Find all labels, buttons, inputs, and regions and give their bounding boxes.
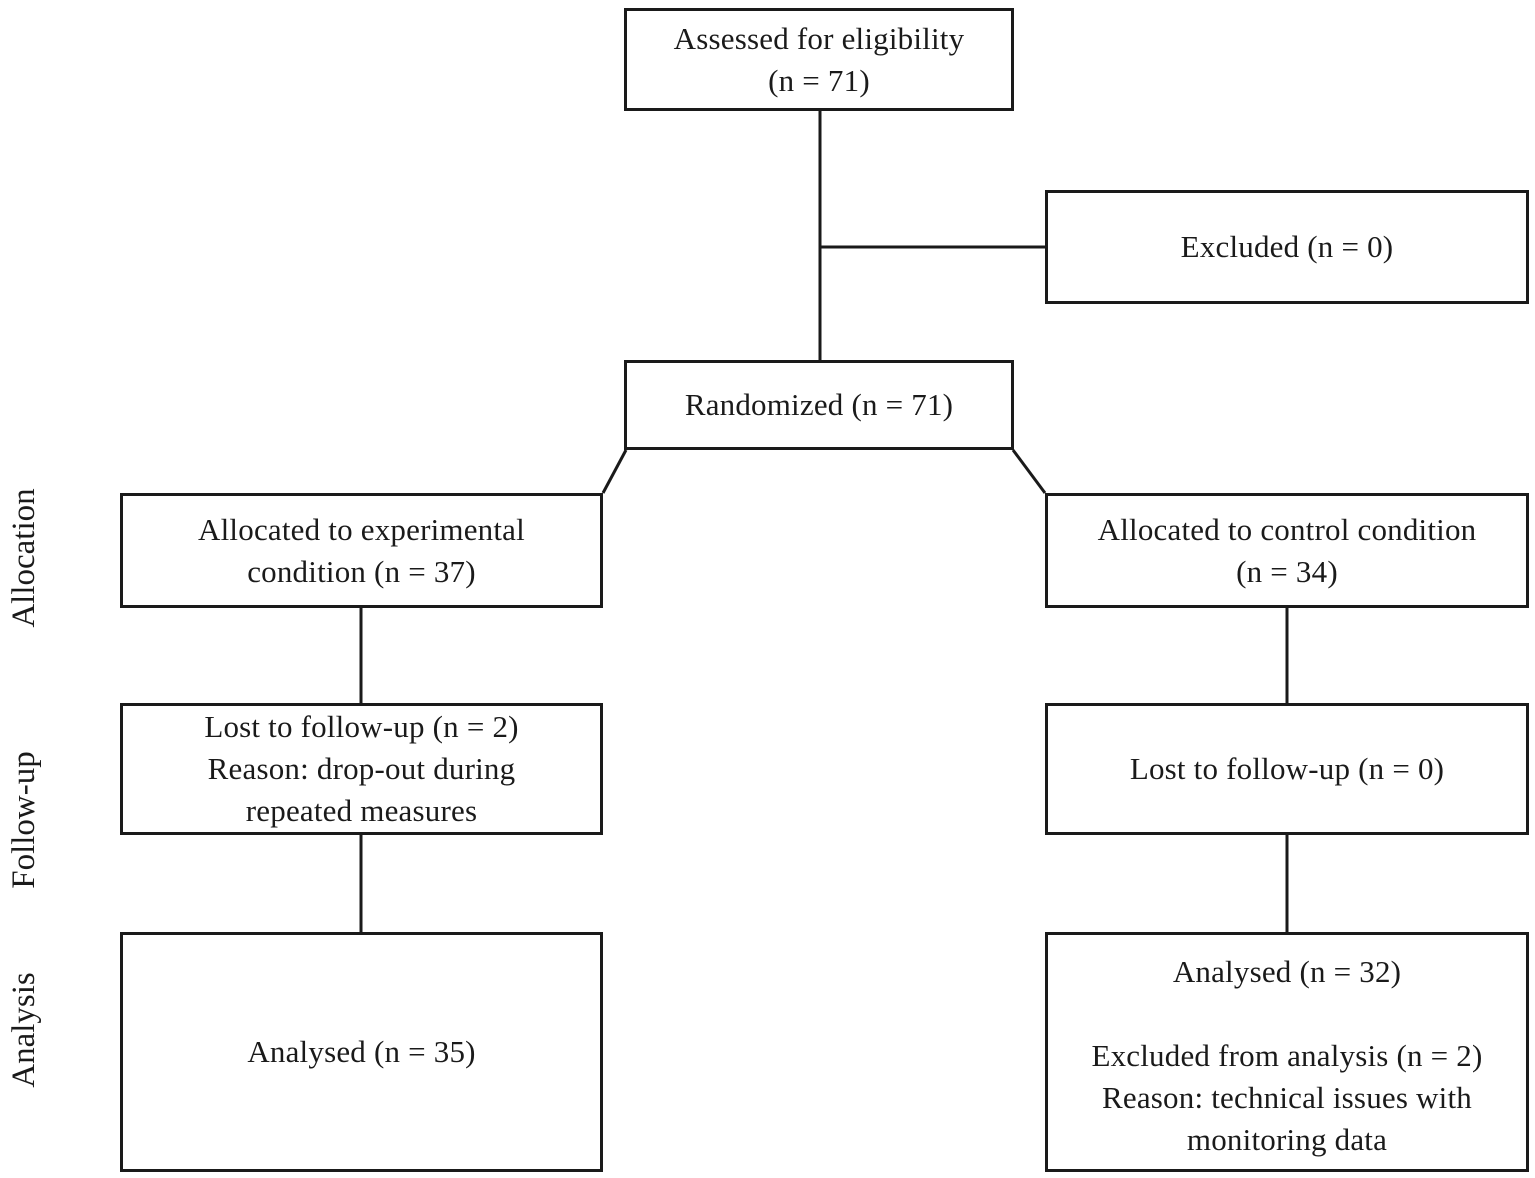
experimental-allocation-line2: condition (n = 37) — [247, 553, 476, 589]
control-followup-label: Lost to follow-up (n = 0) — [1129, 751, 1445, 786]
experimental-analysis-box: Analysed (n = 35) — [120, 932, 603, 1172]
control-allocation-box: Allocated to control condition (n = 34) — [1045, 493, 1529, 608]
excluded-label: Excluded (n = 0) — [1180, 229, 1394, 264]
control-analysed-label: Analysed (n = 32) — [1172, 954, 1402, 989]
control-reason-line2: monitoring data — [1186, 1122, 1388, 1157]
experimental-allocation-line1: Allocated to experimental — [198, 511, 525, 547]
assessed-label: Assessed for eligibility — [673, 20, 965, 56]
stage-label-allocation: Allocation — [6, 488, 42, 628]
control-excluded-label: Excluded from analysis (n = 2) — [1091, 1038, 1483, 1073]
assessed-for-eligibility-box: Assessed for eligibility (n = 71) — [624, 8, 1014, 111]
experimental-allocation-box: Allocated to experimental condition (n =… — [120, 493, 603, 608]
experimental-followup-box: Lost to follow-up (n = 2) Reason: drop-o… — [120, 703, 603, 835]
experimental-analysis-label: Analysed (n = 35) — [247, 1034, 476, 1069]
stage-label-followup: Follow-up — [6, 751, 42, 889]
assessed-count: (n = 71) — [768, 62, 870, 98]
connector-randomized-experimental — [601, 449, 628, 494]
control-reason-line1: Reason: technical issues with — [1102, 1080, 1472, 1115]
control-analysis-box: Analysed (n = 32) Excluded from analysis… — [1045, 932, 1529, 1172]
randomized-label: Randomized (n = 71) — [684, 387, 954, 422]
experimental-followup-line2: Reason: drop-out during — [207, 751, 516, 786]
randomized-box: Randomized (n = 71) — [624, 360, 1014, 450]
experimental-followup-line3: repeated measures — [245, 793, 478, 828]
excluded-box: Excluded (n = 0) — [1045, 190, 1529, 304]
control-allocation-line2: (n = 34) — [1236, 553, 1338, 589]
experimental-followup-line1: Lost to follow-up (n = 2) — [204, 709, 519, 744]
connector-randomized-control — [1011, 449, 1047, 494]
control-allocation-line1: Allocated to control condition — [1097, 511, 1477, 547]
stage-label-analysis: Analysis — [6, 972, 42, 1088]
control-followup-box: Lost to follow-up (n = 0) — [1045, 703, 1529, 835]
